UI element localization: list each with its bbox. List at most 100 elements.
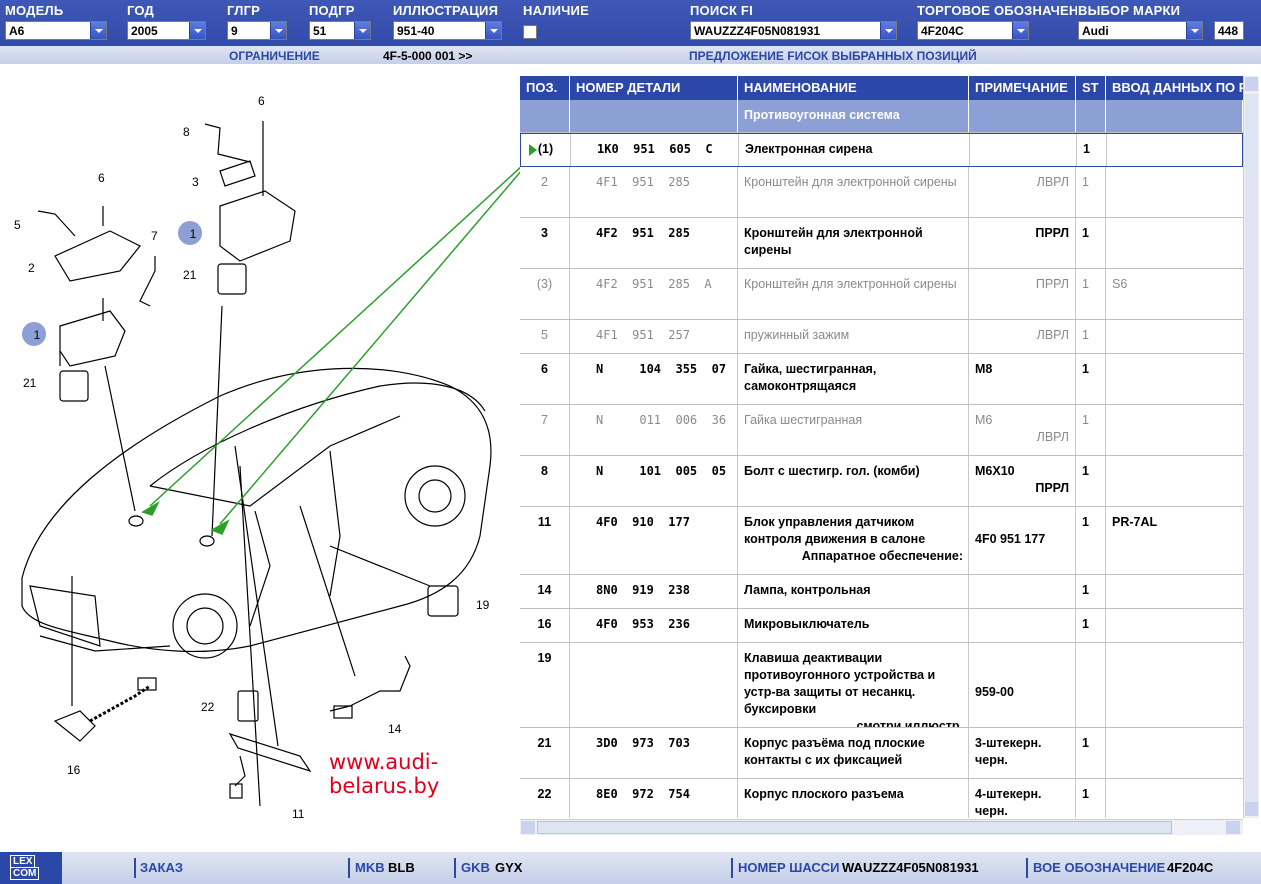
col-pr-input[interactable]: ВВОД ДАННЫХ ПО PR bbox=[1112, 80, 1243, 95]
row-part-number[interactable]: N 104 355 07 bbox=[570, 354, 738, 404]
horizontal-scroll-thumb[interactable] bbox=[537, 821, 1172, 834]
selected-arrow-icon bbox=[529, 144, 537, 156]
row-pr bbox=[1106, 779, 1243, 818]
row-name: Микровыключатель bbox=[738, 609, 969, 642]
model-select[interactable]: A6 bbox=[5, 21, 107, 40]
siren-1-left bbox=[59, 310, 126, 367]
chevron-down-icon[interactable] bbox=[485, 22, 501, 39]
row-st: 1 bbox=[1076, 405, 1106, 455]
row-pr bbox=[1106, 643, 1243, 727]
row-part-number[interactable]: 3D0 973 703 bbox=[570, 728, 738, 778]
row-st: 1 bbox=[1076, 779, 1106, 818]
row-pos: 22 bbox=[520, 779, 570, 818]
row-st: 1 bbox=[1076, 575, 1106, 608]
restriction-label: ОГРАНИЧЕНИЕ bbox=[229, 49, 320, 63]
website-watermark: www.audi-belarus.by bbox=[329, 750, 440, 798]
chevron-down-icon[interactable] bbox=[90, 22, 106, 39]
chevron-down-icon[interactable] bbox=[1012, 22, 1028, 39]
lexcom-logo: LEX COM bbox=[0, 852, 62, 884]
control-unit-11 bbox=[228, 732, 312, 773]
row-part-number[interactable]: 1K0 951 605 C bbox=[571, 134, 739, 166]
chevron-down-icon[interactable] bbox=[354, 22, 370, 39]
row-note: 959-00 bbox=[969, 643, 1076, 727]
callout-21-right: 21 bbox=[183, 268, 197, 282]
order-button[interactable]: ЗАКАЗ bbox=[140, 860, 183, 875]
scroll-down-button[interactable] bbox=[1245, 802, 1258, 816]
vertical-scrollbar[interactable] bbox=[1243, 76, 1259, 818]
restriction-value-link[interactable]: 4F-5-000 001 >> bbox=[383, 49, 473, 63]
trade-designation-select[interactable]: 4F204C bbox=[917, 21, 1029, 40]
row-pos: 7 bbox=[520, 405, 570, 455]
availability-checkbox[interactable] bbox=[523, 25, 537, 39]
selected-items-proposal-link[interactable]: ПРЕДЛОЖЕНИЕ FИСОК ВЫБРАННЫХ ПОЗИЦИЙ bbox=[689, 49, 977, 63]
chevron-down-icon[interactable] bbox=[189, 22, 205, 39]
row-part-number[interactable]: 4F2 951 285 A bbox=[570, 269, 738, 319]
scroll-up-button[interactable] bbox=[1245, 77, 1258, 91]
row-pr bbox=[1106, 575, 1243, 608]
col-part-number[interactable]: НОМЕР ДЕТАЛИ bbox=[570, 76, 738, 100]
row-note: ЛВРЛ bbox=[969, 167, 1076, 217]
illustration-select[interactable]: 951-40 bbox=[393, 21, 502, 40]
col-name[interactable]: НАИМЕНОВАНИЕ bbox=[738, 76, 969, 100]
row-part-number[interactable]: 4F2 951 285 bbox=[570, 218, 738, 268]
row-name: Болт с шестигр. гол. (комби) bbox=[738, 456, 969, 506]
sub-group-select[interactable]: 51 bbox=[309, 21, 371, 40]
row-note bbox=[969, 575, 1076, 608]
bracket-3 bbox=[219, 160, 256, 187]
year-select[interactable]: 2005 bbox=[127, 21, 206, 40]
scroll-thumb[interactable] bbox=[1245, 94, 1258, 804]
chevron-down-icon[interactable] bbox=[270, 22, 286, 39]
rear-wheel bbox=[404, 465, 466, 527]
trade-designation-label: ТОРГОВОЕ ОБОЗНАЧЕНИЕ bbox=[917, 3, 1077, 18]
chevron-down-icon[interactable] bbox=[880, 22, 896, 39]
sub-group-label: ПОДГР bbox=[309, 3, 355, 18]
siren-1-right bbox=[219, 190, 296, 262]
row-part-number[interactable]: 4F1 951 257 bbox=[570, 320, 738, 353]
parts-illustration[interactable]: 1 1 2 3 5 6 6 7 8 11 14 16 19 21 21 22 bbox=[0, 66, 520, 852]
scroll-right-button[interactable] bbox=[1226, 821, 1240, 834]
callout-22: 22 bbox=[201, 700, 215, 714]
row-pr bbox=[1106, 456, 1243, 506]
brand-value: Audi bbox=[1082, 24, 1109, 38]
row-part-number[interactable]: N 011 006 36 bbox=[570, 405, 738, 455]
scroll-left-button[interactable] bbox=[521, 821, 535, 834]
search-fi-select[interactable]: WAUZZZ4F05N081931 bbox=[690, 21, 897, 40]
horizontal-scrollbar[interactable] bbox=[520, 819, 1243, 835]
row-part-number[interactable]: 4F0 910 177 bbox=[570, 507, 738, 574]
main-group-select[interactable]: 9 bbox=[227, 21, 287, 40]
row-name: Корпус разъёма под плоские контакты с их… bbox=[738, 728, 969, 778]
row-name: Кронштейн для электронной сирены bbox=[738, 269, 969, 319]
col-pos[interactable]: ПОЗ. bbox=[520, 76, 570, 100]
main-group-label: ГЛГР bbox=[227, 3, 261, 18]
row-name: Клавиша деактивации противоугонного устр… bbox=[738, 643, 969, 727]
col-note[interactable]: ПРИМЕЧАНИЕ bbox=[969, 76, 1076, 100]
brand-select[interactable]: Audi bbox=[1078, 21, 1203, 40]
row-part-number[interactable]: 4F1 951 285 bbox=[570, 167, 738, 217]
col-st[interactable]: ST bbox=[1076, 76, 1106, 100]
callout-19: 19 bbox=[476, 598, 490, 612]
row-part-number[interactable]: 8N0 919 238 bbox=[570, 575, 738, 608]
callout-21-left: 21 bbox=[23, 376, 37, 390]
main-group-value: 9 bbox=[231, 24, 238, 38]
row-part-number[interactable]: 8E0 972 754 bbox=[570, 779, 738, 818]
sub-group-value: 51 bbox=[313, 24, 327, 38]
row-part-number[interactable] bbox=[570, 643, 738, 727]
chevron-down-icon[interactable] bbox=[1186, 22, 1202, 39]
row-part-number[interactable]: N 101 005 05 bbox=[570, 456, 738, 506]
row-part-number[interactable]: 4F0 953 236 bbox=[570, 609, 738, 642]
